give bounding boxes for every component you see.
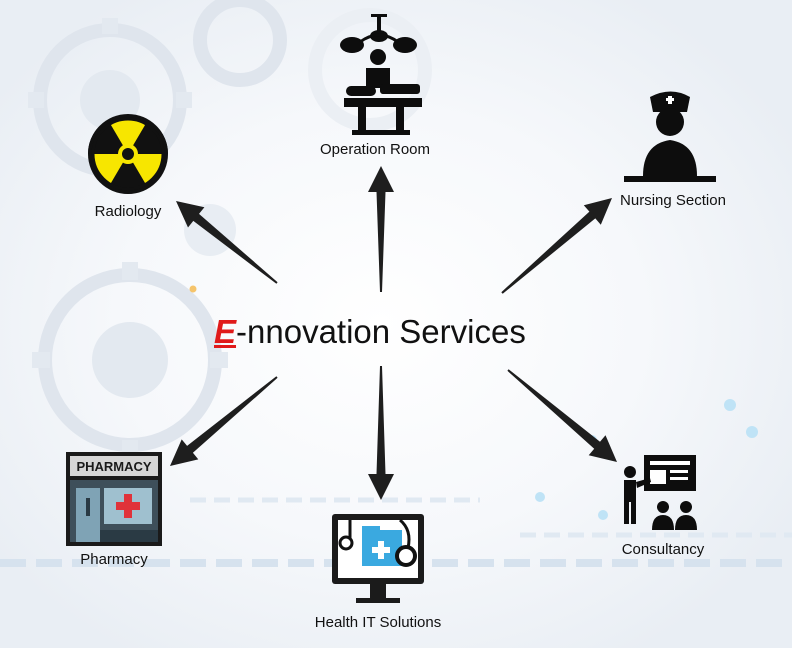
pharmacy-sign-text: PHARMACY [76, 459, 151, 474]
operation-room-icon [340, 14, 422, 135]
node-label-operation-room: Operation Room [319, 141, 431, 158]
arrow-to-operation-room [368, 166, 394, 292]
node-label-nursing-section: Nursing Section [620, 192, 726, 209]
pharmacy-icon: PHARMACY [66, 452, 162, 546]
node-label-health-it: Health IT Solutions [314, 614, 442, 631]
health-it-icon [332, 514, 424, 603]
center-title-rest: -nnovation Services [236, 313, 526, 350]
arrow-to-pharmacy [170, 376, 278, 466]
radiation-icon [87, 114, 169, 194]
node-label-pharmacy: Pharmacy [80, 551, 148, 568]
connector-arrows [170, 166, 617, 500]
consultancy-icon [624, 455, 697, 530]
node-label-radiology: Radiology [94, 203, 162, 220]
arrow-to-consultancy [507, 369, 617, 462]
arrow-to-radiology [176, 201, 278, 284]
center-title-prefix: E [214, 313, 237, 350]
center-title: E-nnovation Services [214, 308, 526, 356]
arrow-to-nursing-section [501, 198, 612, 294]
nurse-icon [624, 91, 716, 182]
node-label-consultancy: Consultancy [621, 541, 705, 558]
arrow-to-health-it [368, 366, 394, 500]
